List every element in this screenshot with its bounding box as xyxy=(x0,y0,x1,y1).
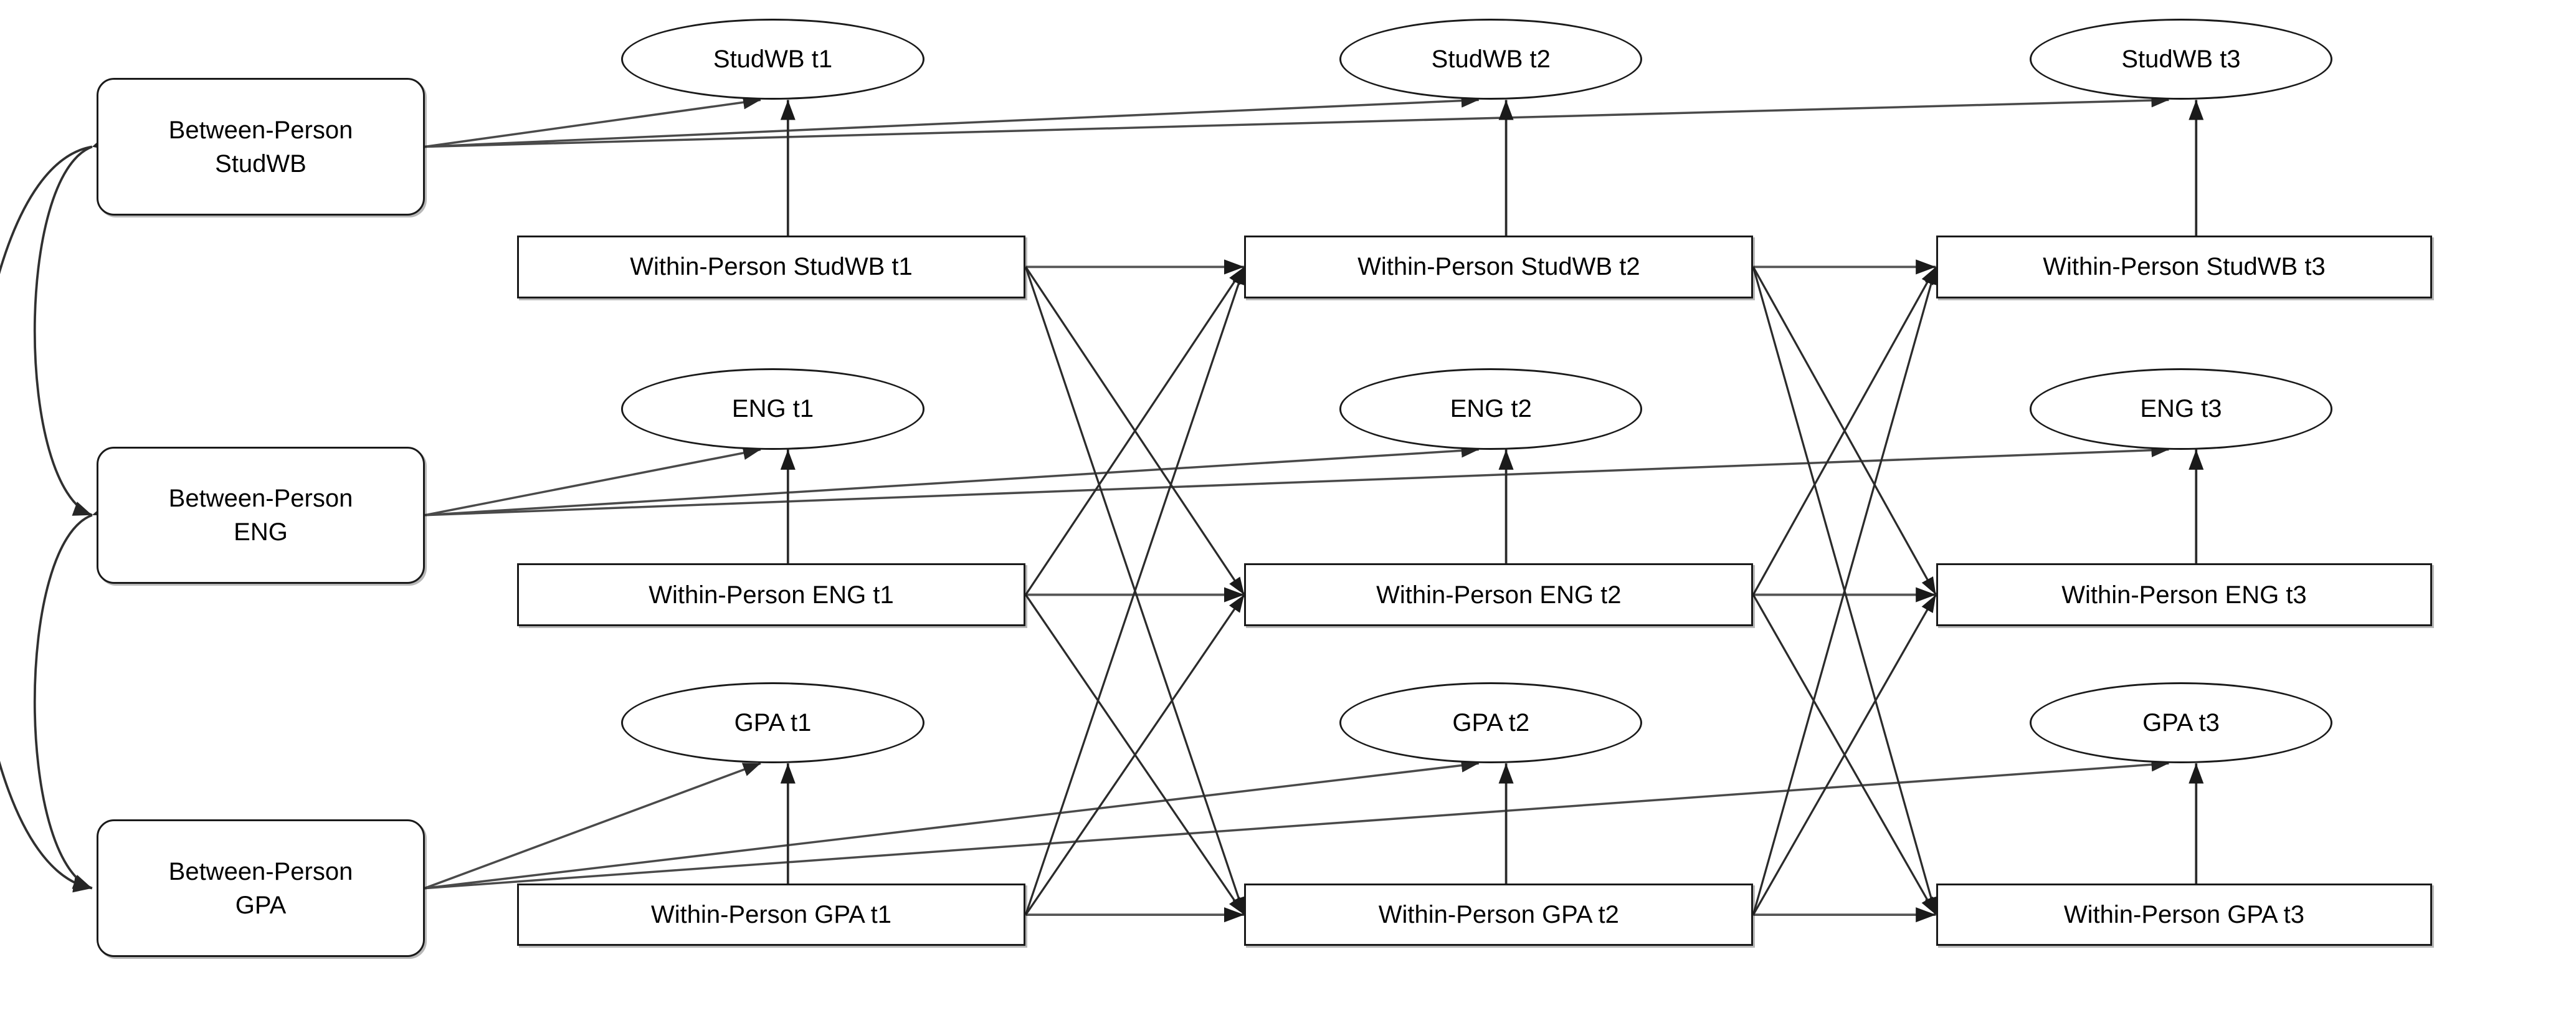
within-person-factor-wp-gpa-t2[interactable]: Within-Person GPA t2 xyxy=(1244,884,1754,946)
edge-path xyxy=(1024,266,1245,915)
node-label: Within-Person ENG t2 xyxy=(1376,581,1622,609)
edge-path xyxy=(1752,266,1937,596)
node-label: ENG t1 xyxy=(731,395,814,423)
node-label: Within-Person ENG t3 xyxy=(2061,581,2307,609)
between-loading-edges xyxy=(424,93,2169,890)
between-person-factor-bp-gpa[interactable]: Between-Person GPA xyxy=(97,819,425,957)
observed-indicator-ob-studwb-t1[interactable]: StudWB t1 xyxy=(621,19,924,100)
within-person-factor-wp-studwb-t2[interactable]: Within-Person StudWB t2 xyxy=(1244,236,1754,298)
observed-indicator-ob-gpa-t3[interactable]: GPA t3 xyxy=(2029,682,2333,764)
node-label: ENG t3 xyxy=(2140,395,2222,423)
edge-path xyxy=(424,93,1479,148)
node-label: Between-Person ENG xyxy=(168,484,353,546)
observed-indicator-ob-eng-t2[interactable]: ENG t2 xyxy=(1339,368,1643,450)
edge-path xyxy=(424,758,1480,890)
observed-indicator-ob-studwb-t3[interactable]: StudWB t3 xyxy=(2029,19,2333,100)
edge-path xyxy=(1752,266,1937,915)
within-person-factor-wp-gpa-t3[interactable]: Within-Person GPA t3 xyxy=(1936,884,2433,946)
observed-indicator-ob-studwb-t2[interactable]: StudWB t2 xyxy=(1339,19,1643,100)
between-person-factor-bp-studwb[interactable]: Between-Person StudWB xyxy=(97,78,425,216)
edge-path xyxy=(1025,594,1245,916)
edge-path xyxy=(424,762,761,890)
edge-path xyxy=(0,136,112,893)
edge-path xyxy=(424,443,2169,517)
edge-path xyxy=(1025,266,1245,596)
edge-path xyxy=(424,444,1479,517)
node-label: Within-Person ENG t1 xyxy=(649,581,894,609)
within-person-factor-wp-gpa-t1[interactable]: Within-Person GPA t1 xyxy=(516,884,1026,946)
edge-path xyxy=(424,445,761,517)
observed-indicator-ob-gpa-t1[interactable]: GPA t1 xyxy=(621,682,924,764)
within-person-factor-wp-eng-t2[interactable]: Within-Person ENG t2 xyxy=(1244,563,1754,626)
node-label: Within-Person GPA t2 xyxy=(1378,901,1619,929)
within-person-factor-wp-eng-t1[interactable]: Within-Person ENG t1 xyxy=(516,563,1026,626)
edge-path xyxy=(424,95,761,148)
edge-path xyxy=(1025,594,1245,916)
between-person-factor-bp-eng[interactable]: Between-Person ENG xyxy=(97,446,425,584)
edge-path xyxy=(424,93,2169,148)
within-person-factor-wp-studwb-t1[interactable]: Within-Person StudWB t1 xyxy=(516,236,1026,298)
node-label: ENG t2 xyxy=(1450,395,1532,423)
edge-path xyxy=(33,133,113,517)
node-label: Within-Person GPA t1 xyxy=(650,901,892,929)
node-label: Within-Person StudWB t3 xyxy=(2043,253,2326,281)
node-label: GPA t1 xyxy=(734,709,812,736)
edge-path xyxy=(1752,266,1937,915)
edge-path xyxy=(1025,266,1245,596)
node-label: StudWB t2 xyxy=(1431,45,1551,74)
observed-indicator-ob-gpa-t2[interactable]: GPA t2 xyxy=(1339,682,1643,764)
node-label: StudWB t1 xyxy=(713,45,833,74)
edge-path xyxy=(1024,266,1245,915)
node-label: GPA t2 xyxy=(1452,709,1530,736)
edge-path xyxy=(424,757,2169,890)
observed-indicator-ob-eng-t3[interactable]: ENG t3 xyxy=(2029,368,2333,450)
edge-path xyxy=(1752,266,1937,596)
node-label: Within-Person GPA t3 xyxy=(2063,901,2304,929)
node-label: Within-Person StudWB t1 xyxy=(630,253,913,281)
edge-path xyxy=(33,502,113,890)
node-label: StudWB t3 xyxy=(2121,45,2241,74)
node-label: Within-Person StudWB t2 xyxy=(1357,253,1640,281)
edge-path xyxy=(1752,594,1937,915)
within-person-factor-wp-studwb-t3[interactable]: Within-Person StudWB t3 xyxy=(1936,236,2433,298)
observed-indicator-ob-eng-t1[interactable]: ENG t1 xyxy=(621,368,924,450)
covariance-edges xyxy=(0,133,113,893)
edge-path xyxy=(1752,594,1937,915)
node-label: Between-Person GPA xyxy=(168,857,353,919)
node-label: Between-Person StudWB xyxy=(168,116,353,178)
node-label: GPA t3 xyxy=(2142,709,2220,736)
within-loading-edges xyxy=(780,100,2204,884)
within-person-factor-wp-eng-t3[interactable]: Within-Person ENG t3 xyxy=(1936,563,2433,626)
